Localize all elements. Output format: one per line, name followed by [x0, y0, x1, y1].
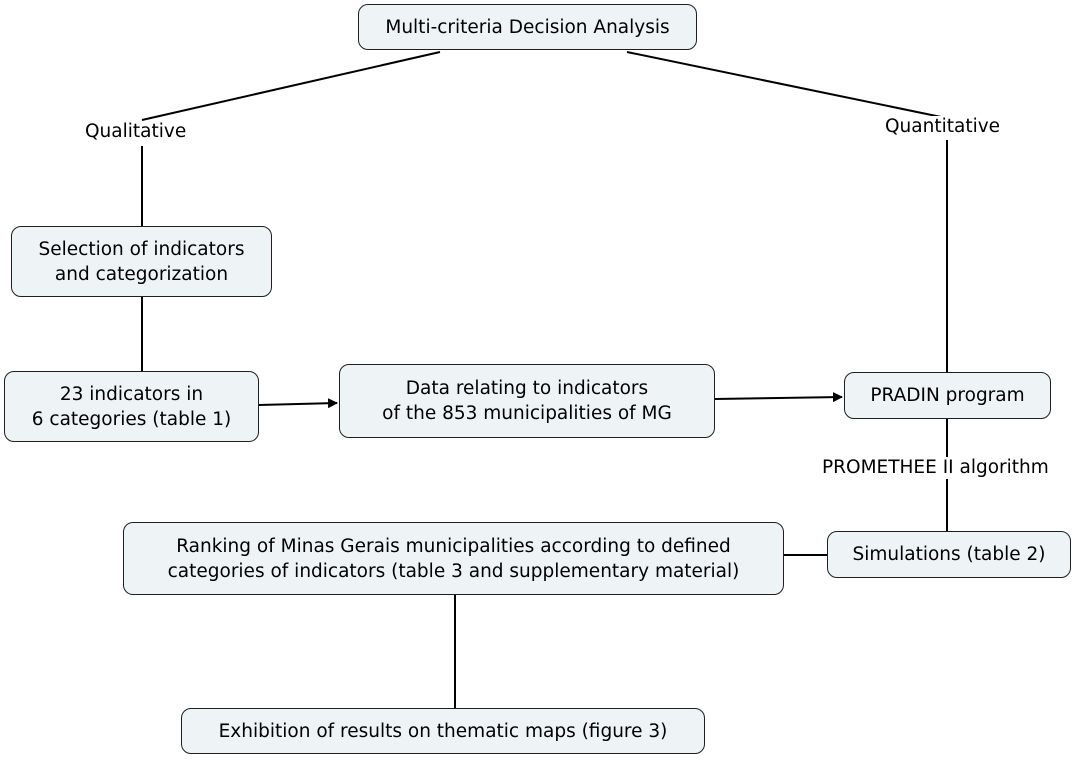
selection-node-label: Selection of indicators and categorizati… — [38, 238, 245, 285]
indicators-node-box: 23 indicators in 6 categories (table 1) — [4, 371, 259, 442]
root-node-label: Multi-criteria Decision Analysis — [385, 16, 670, 38]
arrow-data-pradin — [714, 392, 843, 403]
data-node-box: Data relating to indicators of the 853 m… — [339, 364, 715, 438]
selection-node-box: Selection of indicators and categorizati… — [11, 226, 272, 297]
ranking-node-box: Ranking of Minas Gerais municipalities a… — [123, 522, 784, 595]
exhibition-node-box: Exhibition of results on thematic maps (… — [181, 708, 705, 754]
qualitative-label: Qualitative — [82, 121, 190, 143]
pradin-node-label: PRADIN program — [870, 385, 1025, 406]
pradin-node-box: PRADIN program — [844, 372, 1051, 419]
algorithm-edge-label: PROMETHEE II algorithm — [819, 457, 1052, 479]
simulations-node-label: Simulations (table 2) — [852, 544, 1046, 565]
simulations-node-box: Simulations (table 2) — [827, 531, 1071, 578]
indicators-node-label: 23 indicators in 6 categories (table 1) — [31, 383, 232, 430]
arrow-indicators-data — [258, 398, 338, 409]
root-node-box: Multi-criteria Decision Analysis — [358, 4, 697, 50]
ranking-node-label: Ranking of Minas Gerais municipalities a… — [167, 535, 740, 582]
edge-root-qualitative — [141, 51, 441, 121]
exhibition-node-label: Exhibition of results on thematic maps (… — [218, 720, 668, 742]
quantitative-label: Quantitative — [882, 116, 1004, 138]
edge-root-quantitative — [626, 51, 947, 119]
data-node-label: Data relating to indicators of the 853 m… — [382, 378, 672, 424]
